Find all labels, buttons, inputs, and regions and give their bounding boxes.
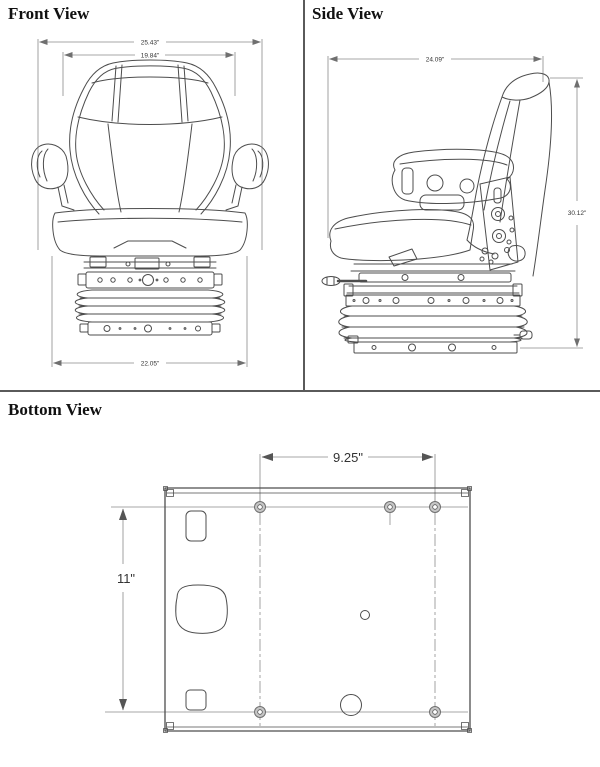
- side-overall-height-label: 30.12": [568, 210, 587, 217]
- side-view-title: Side View: [312, 4, 384, 23]
- bottom-view-drawing: 9.25" 11": [105, 450, 472, 733]
- front-backrest: [69, 59, 231, 215]
- front-bellows: [74, 289, 226, 323]
- front-overall-width-label: 25.43": [141, 40, 160, 47]
- front-base-plate: [79, 321, 221, 336]
- side-bellows: [338, 305, 528, 343]
- bottom-mounting-holes: [254, 501, 441, 718]
- side-rails-and-lever: [321, 248, 523, 297]
- front-view-title: Front View: [8, 4, 90, 23]
- bottom-hole-spacing-width-label: 9.25": [333, 450, 363, 465]
- side-suspension-plate: [345, 294, 521, 307]
- side-overall-depth-label: 24.09": [426, 57, 445, 64]
- front-view-drawing: 25.43" 19.84" 22.05": [31, 39, 269, 368]
- bottom-hole-spacing-depth-label: 11": [117, 571, 135, 586]
- side-base-plate: [347, 330, 533, 354]
- front-armrests: [31, 143, 269, 211]
- horizontal-panel-divider: [0, 390, 600, 392]
- side-dimension-lines: [327, 56, 583, 349]
- vertical-panel-divider: [303, 0, 305, 391]
- side-view-drawing: 24.09" 30.12": [321, 56, 587, 354]
- front-dimension-lines: [37, 39, 263, 367]
- bottom-view-title: Bottom View: [8, 400, 102, 419]
- bottom-centerlines: [259, 492, 436, 726]
- front-base-width-label: 22.05": [141, 361, 160, 368]
- front-backrest-width-label: 19.84": [141, 53, 160, 60]
- side-recline-mechanism: [479, 176, 526, 271]
- front-cushion: [52, 208, 248, 257]
- front-suspension-linkage: [83, 256, 217, 270]
- side-backrest: [466, 72, 553, 277]
- bottom-mounting-plate: [163, 486, 472, 733]
- bottom-plate-cutouts: [175, 510, 370, 716]
- side-cushion: [329, 209, 475, 262]
- front-suspension-plate: [77, 271, 223, 289]
